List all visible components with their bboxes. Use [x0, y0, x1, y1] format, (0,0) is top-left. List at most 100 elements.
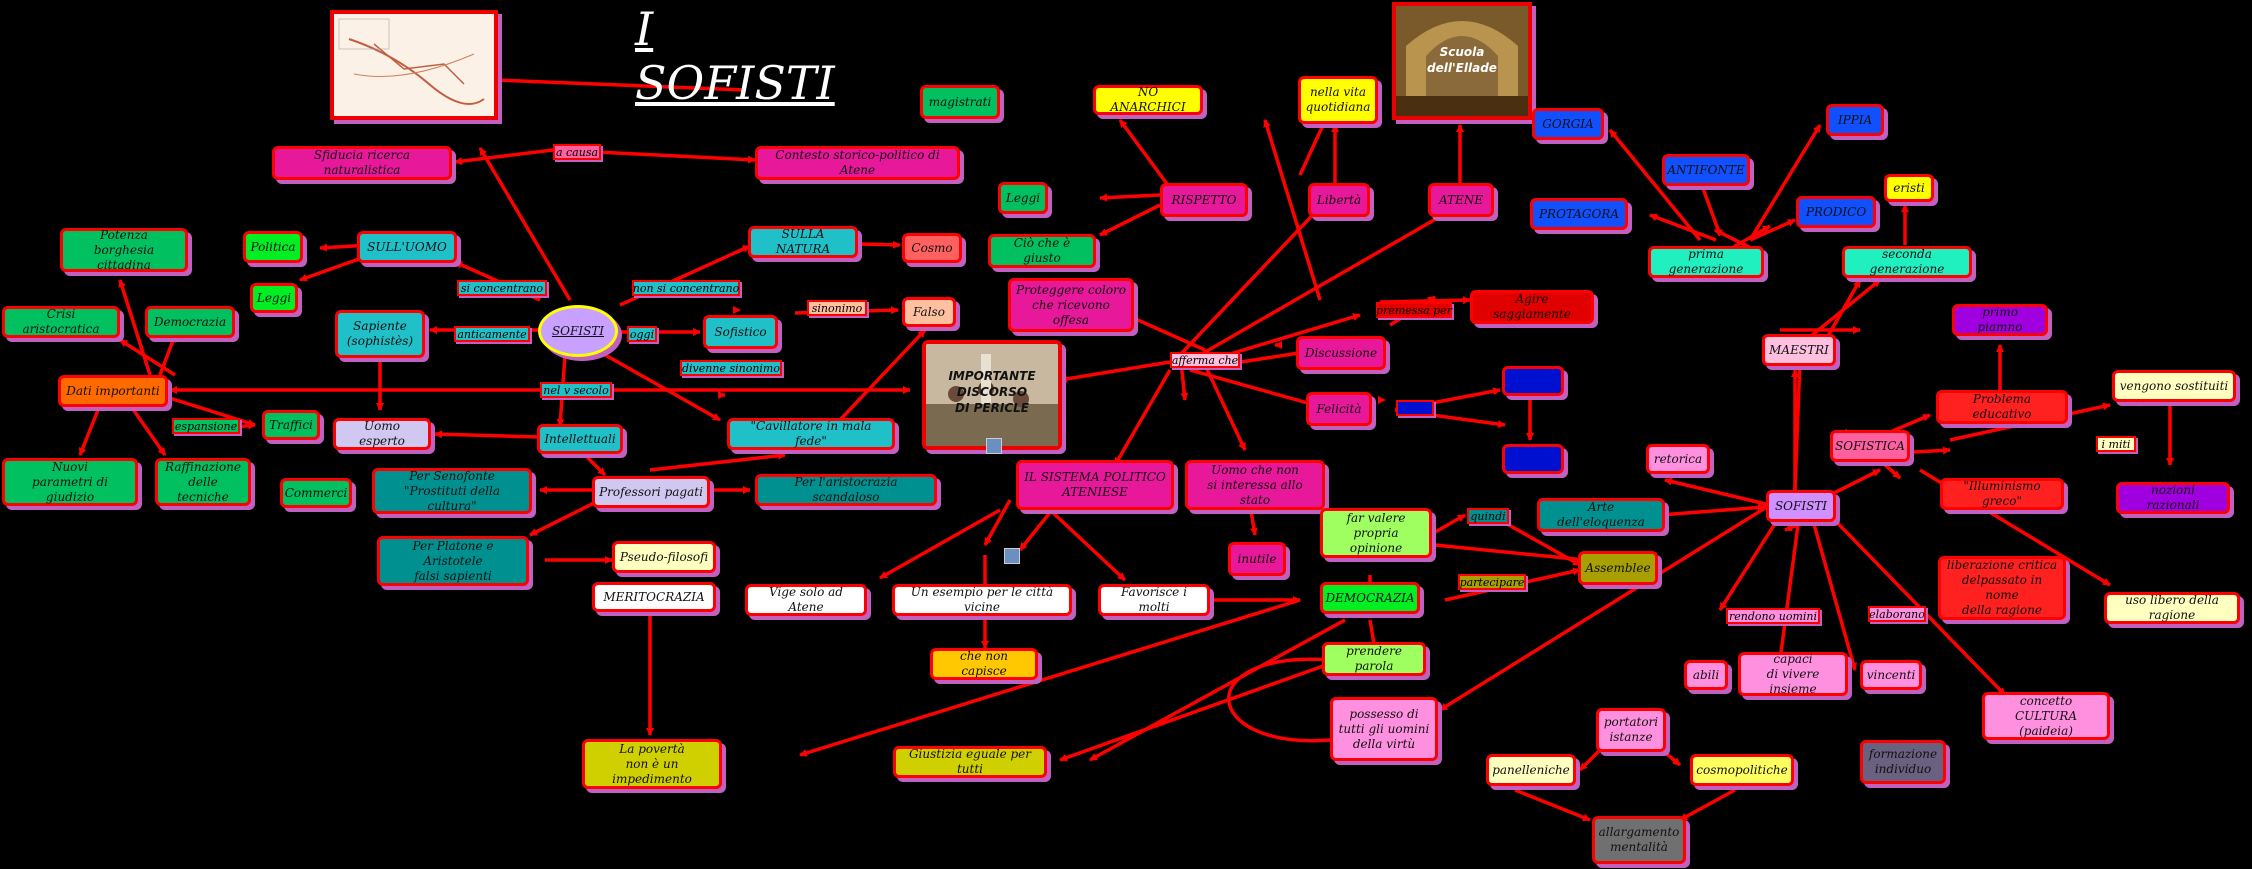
node-leggi-2[interactable]: Leggi	[998, 182, 1048, 214]
node-arte[interactable]: Arte dell'eloquenza	[1537, 498, 1665, 532]
node-sofistico[interactable]: Sofistico	[703, 315, 778, 349]
node-vengono[interactable]: vengono sostituiti	[2112, 370, 2236, 402]
node-noanarchici[interactable]: NO ANARCHICI	[1093, 85, 1203, 115]
node-retorica[interactable]: retorica	[1646, 444, 1710, 474]
node-panelleniche[interactable]: panelleniche	[1486, 754, 1576, 786]
node-senofonte[interactable]: Per Senofonte "Prostituti della cultura"	[372, 468, 532, 514]
node-primopiano[interactable]: primo piamno	[1952, 304, 2048, 336]
label-sinonimo: sinonimo	[807, 300, 867, 316]
node-vincenti[interactable]: vincenti	[1860, 660, 1922, 690]
node-gorgia[interactable]: GORGIA	[1532, 108, 1604, 140]
node-professori[interactable]: Professori pagati	[592, 476, 710, 508]
document-icon-2[interactable]	[1004, 548, 1020, 564]
node-sofisti[interactable]: SOFISTI	[538, 305, 618, 357]
node-commerci[interactable]: Commerci	[280, 478, 352, 508]
node-maestri[interactable]: MAESTRI	[1762, 334, 1836, 366]
node-eristi[interactable]: eristi	[1884, 174, 1934, 202]
node-prendere[interactable]: prendere parola	[1322, 642, 1426, 676]
svg-text:IMPORTANTE: IMPORTANTE	[948, 369, 1036, 383]
athens-map-image	[330, 10, 498, 120]
node-liberta[interactable]: Libertà	[1308, 183, 1370, 217]
node-sulluomo[interactable]: SULL'UOMO	[357, 231, 457, 263]
pericle-speech-image: IMPORTANTE DISCORSO DI PERICLE	[922, 340, 1062, 450]
node-protagora[interactable]: PROTAGORA	[1530, 198, 1628, 230]
node-primagen[interactable]: prima generazione	[1648, 246, 1764, 278]
node-formazione[interactable]: formazione individuo	[1860, 740, 1946, 784]
node-sofisti-2[interactable]: SOFISTI	[1766, 490, 1836, 522]
node-raffinazione[interactable]: Raffinazione delle tecniche	[155, 458, 251, 506]
node-aristocrazia[interactable]: Per l'aristocrazia scandaloso	[755, 474, 937, 506]
node-democrazia-1[interactable]: Democrazia	[145, 306, 235, 338]
label-partecipare: partecipare	[1458, 574, 1526, 590]
node-traffici[interactable]: Traffici	[262, 410, 320, 440]
node-meritocrazia[interactable]: MERITOCRAZIA	[592, 582, 716, 612]
node-portatori[interactable]: portatori istanze	[1596, 708, 1666, 752]
node-proteggere[interactable]: Proteggere coloro che ricevono offesa	[1008, 278, 1134, 332]
node-contesto[interactable]: Contesto storico-politico di Atene	[755, 146, 960, 180]
node-democrazia-2[interactable]: DEMOCRAZIA	[1320, 582, 1420, 614]
svg-text:Scuola: Scuola	[1440, 45, 1485, 59]
node-sofistica[interactable]: SOFISTICA	[1830, 430, 1910, 462]
node-sapiente[interactable]: Sapiente (sophistès)	[335, 310, 425, 358]
node-uomochenon[interactable]: Uomo che non si interessa allo stato	[1185, 460, 1325, 510]
node-leggi-1[interactable]: Leggi	[250, 283, 298, 313]
node-sfiducia[interactable]: Sfiducia ricerca naturalistica	[272, 146, 452, 180]
svg-text:DISCORSO: DISCORSO	[957, 385, 1027, 399]
node-abili[interactable]: abili	[1684, 660, 1728, 690]
node-sistema[interactable]: IL SISTEMA POLITICO ATENIESE	[1016, 460, 1174, 510]
node-liberazione[interactable]: liberazione critica delpassato in nome d…	[1938, 556, 2066, 620]
node-assemblee[interactable]: Assemblee	[1578, 551, 1658, 585]
node-concetto[interactable]: concetto CULTURA (paideia)	[1982, 692, 2110, 740]
node-poverta[interactable]: La povertà non è un impedimento	[582, 739, 722, 789]
node-allargamento[interactable]: allargamento mentalità	[1592, 816, 1686, 864]
node-capaci[interactable]: capaci di vivere insieme	[1738, 652, 1848, 696]
node-uso[interactable]: uso libero della ragione	[2104, 592, 2240, 624]
node-blue-1[interactable]	[1502, 366, 1564, 396]
label-afferma-che: afferma che	[1170, 352, 1240, 368]
node-cosmopolitiche[interactable]: cosmopolitiche	[1690, 754, 1794, 786]
node-nellavita[interactable]: nella vita quotidiana	[1298, 76, 1378, 124]
node-discussione[interactable]: Discussione	[1296, 336, 1386, 370]
node-antifonte[interactable]: ANTIFONTE	[1662, 154, 1750, 186]
node-politica[interactable]: Politica	[243, 231, 303, 263]
node-prodico[interactable]: PRODICO	[1796, 196, 1876, 228]
node-intellettuali[interactable]: Intellettuali	[537, 424, 623, 454]
node-pseudo[interactable]: Pseudo-filosofi	[612, 541, 716, 573]
label-i-miti: i miti	[2096, 436, 2136, 452]
node-atene[interactable]: ATENE	[1428, 183, 1494, 217]
node-possesso[interactable]: possesso di tutti gli uomini della virtù	[1330, 697, 1438, 761]
node-esempio[interactable]: Un esempio per le città vicine	[892, 584, 1072, 616]
document-icon[interactable]	[986, 438, 1002, 454]
node-agire[interactable]: Agire saggiamente	[1470, 290, 1594, 324]
node-magistrati[interactable]: magistrati	[920, 85, 1000, 119]
node-blue-2[interactable]	[1502, 444, 1564, 474]
node-falso[interactable]: Falso	[902, 297, 956, 327]
node-rispetto[interactable]: RISPETTO	[1160, 183, 1248, 217]
node-ippia[interactable]: IPPIA	[1826, 104, 1884, 136]
node-platone[interactable]: Per Platone e Aristotele falsi sapienti	[377, 536, 529, 586]
node-chenon[interactable]: che non capisce	[930, 648, 1038, 680]
node-nozioni[interactable]: nozioni razionali	[2116, 482, 2230, 514]
node-uomoesperto[interactable]: Uomo esperto	[333, 418, 431, 450]
node-illuminismo[interactable]: "Illuminismo greco"	[1940, 478, 2064, 510]
node-vige[interactable]: Vige solo ad Atene	[745, 584, 867, 616]
label-si-concentrano: si concentrano	[457, 280, 547, 296]
node-felicita[interactable]: Felicità	[1306, 392, 1372, 426]
node-cioche[interactable]: Ciò che è giusto	[988, 234, 1096, 268]
node-favorisce[interactable]: Favorisce i molti	[1098, 584, 1210, 616]
node-farvalere[interactable]: far valere propria opinione	[1320, 508, 1432, 558]
node-potenza[interactable]: Potenza borghesia cittadina	[60, 228, 188, 272]
node-giustizia[interactable]: Giustizia eguale per tutti	[893, 746, 1047, 778]
node-cosmo[interactable]: Cosmo	[902, 233, 962, 263]
node-nuovi[interactable]: Nuovi parametri di giudizio	[2, 458, 138, 506]
node-inutile[interactable]: inutile	[1228, 542, 1286, 576]
label-anticamente: anticamente	[454, 326, 530, 342]
node-crisi[interactable]: Crisi aristocratica	[2, 306, 120, 338]
node-cavillatore[interactable]: "Cavillatore in mala fede"	[727, 418, 895, 450]
node-secondagen[interactable]: seconda generazione	[1842, 246, 1972, 278]
node-dati[interactable]: Dati importanti	[58, 375, 168, 407]
node-sullanatura[interactable]: SULLA NATURA	[748, 226, 858, 258]
label-espansione: espansione	[172, 418, 240, 434]
node-problema[interactable]: Problema educativo	[1936, 390, 2068, 424]
